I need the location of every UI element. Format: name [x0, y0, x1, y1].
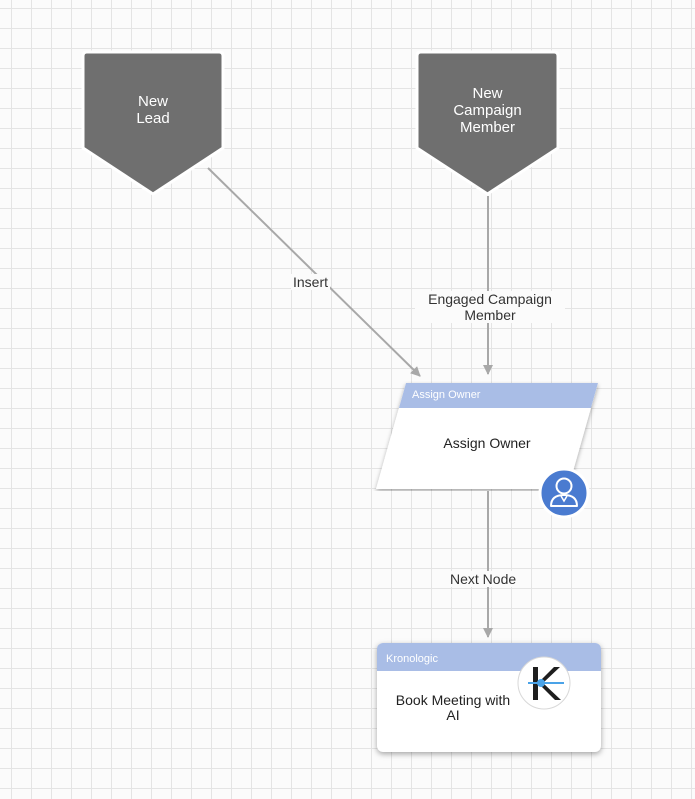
trigger-label-line: New	[472, 85, 503, 102]
trigger-new-lead[interactable]: New Lead	[81, 50, 225, 198]
trigger-label-line: Member	[459, 119, 515, 136]
kronologic-title-line: AI	[446, 707, 460, 723]
edge-label-next-node: Next Node	[448, 571, 519, 587]
connector-insert[interactable]	[207, 167, 421, 377]
edge-label-line: Engaged Campaign	[428, 291, 552, 307]
edge-label-insert: Insert	[291, 274, 331, 290]
trigger-shape	[415, 50, 560, 196]
kronologic-title-line: Book Meeting with	[395, 692, 511, 708]
assign-owner-node[interactable]: Assign Owner Assign Owner	[372, 381, 602, 491]
assign-owner-title: Assign Owner	[443, 435, 531, 451]
kronologic-k-icon	[516, 655, 572, 711]
assign-owner-header: Assign Owner	[412, 389, 481, 401]
kronologic-node[interactable]: Kronologic Book Meeting with AI	[377, 643, 601, 752]
trigger-label-line: Lead	[136, 110, 170, 127]
trigger-label-line: Campaign	[453, 102, 522, 119]
kronologic-header: Kronologic	[386, 653, 438, 665]
assign-owner-shape	[376, 383, 598, 489]
kronologic-title: Book Meeting with AI	[383, 693, 523, 723]
trigger-label-line: New	[137, 93, 168, 110]
trigger-label: New Lead	[81, 93, 225, 127]
edge-label-line: Member	[464, 307, 516, 323]
trigger-new-campaign-member[interactable]: New Campaign Member	[415, 50, 560, 198]
user-badge-icon	[537, 466, 591, 520]
trigger-label: New Campaign Member	[415, 85, 560, 136]
edge-label-engaged-campaign-member: Engaged Campaign Member	[415, 291, 565, 323]
trigger-shape	[81, 50, 225, 196]
